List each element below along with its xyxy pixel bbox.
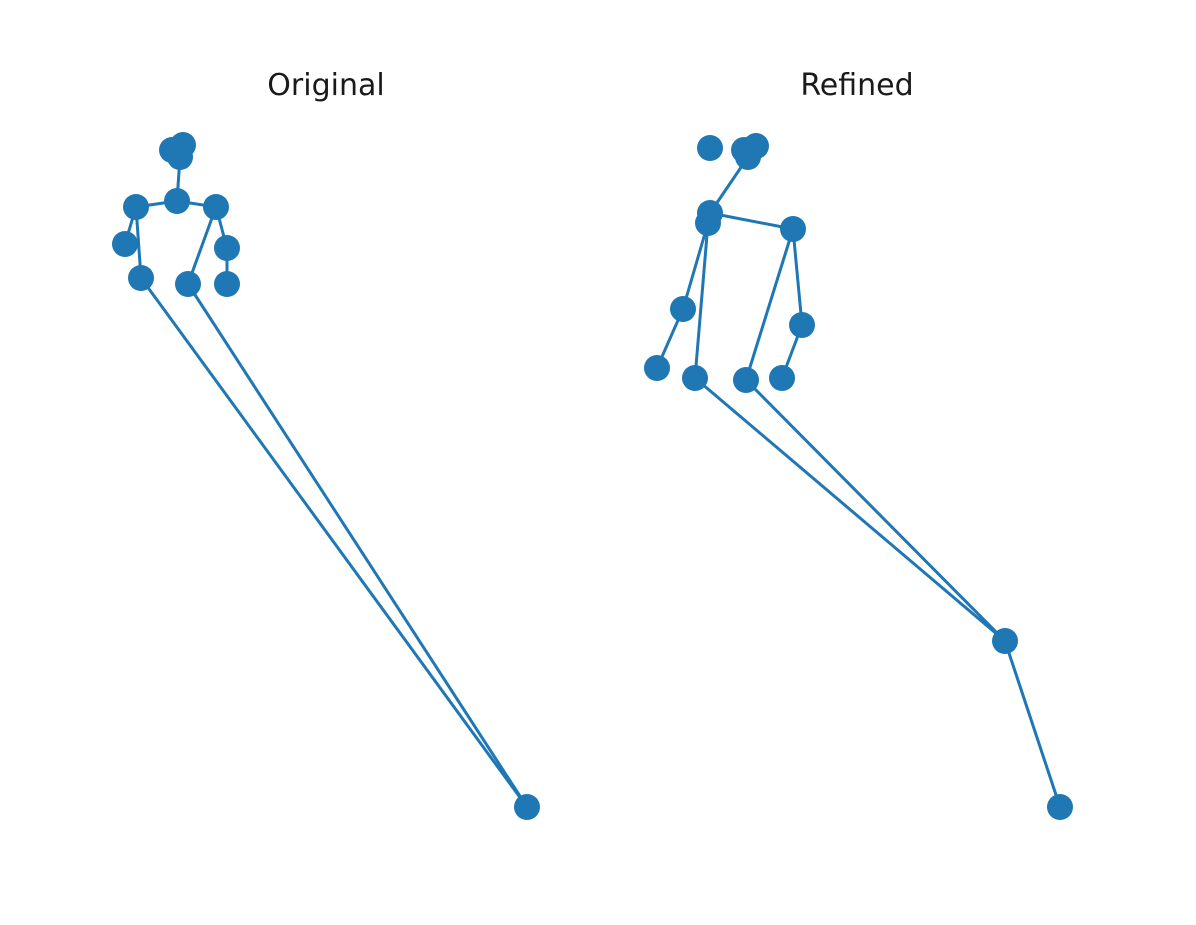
skeleton-edges-original — [123, 156, 529, 808]
point-original-4 — [123, 194, 149, 220]
edge-refined-3 — [681, 222, 710, 310]
skeleton-points-original — [112, 132, 540, 820]
point-refined-7 — [670, 296, 696, 322]
edge-original-9 — [186, 283, 529, 808]
edge-refined-1 — [709, 211, 794, 231]
point-original-11 — [514, 794, 540, 820]
panel-title-original: Original — [267, 68, 384, 103]
point-original-10 — [175, 271, 201, 297]
skeleton-edges-refined — [655, 156, 1062, 808]
edge-refined-9 — [694, 376, 1006, 643]
panel-refined: Refined — [644, 68, 1073, 820]
edge-refined-5 — [693, 222, 710, 379]
edge-refined-7 — [791, 228, 804, 326]
point-original-5 — [203, 194, 229, 220]
point-refined-8 — [789, 312, 815, 338]
point-refined-11 — [733, 367, 759, 393]
panel-original: Original — [112, 68, 540, 820]
edge-refined-6 — [744, 228, 795, 381]
point-refined-6 — [780, 216, 806, 242]
edge-refined-10 — [744, 378, 1007, 643]
point-refined-14 — [1047, 794, 1073, 820]
point-refined-12 — [769, 365, 795, 391]
point-original-7 — [214, 235, 240, 261]
point-original-3 — [164, 188, 190, 214]
point-refined-5 — [695, 210, 721, 236]
skeleton-points-refined — [644, 133, 1073, 820]
edge-original-5 — [186, 206, 218, 285]
point-original-9 — [214, 271, 240, 297]
point-original-8 — [128, 265, 154, 291]
point-refined-13 — [992, 628, 1018, 654]
panel-title-refined: Refined — [800, 68, 913, 103]
point-original-6 — [112, 231, 138, 257]
edge-original-8 — [139, 277, 529, 808]
point-refined-10 — [682, 365, 708, 391]
point-refined-0 — [697, 135, 723, 161]
point-original-2 — [159, 137, 185, 163]
edge-refined-11 — [1003, 640, 1062, 808]
point-refined-3 — [735, 144, 761, 170]
point-refined-9 — [644, 355, 670, 381]
